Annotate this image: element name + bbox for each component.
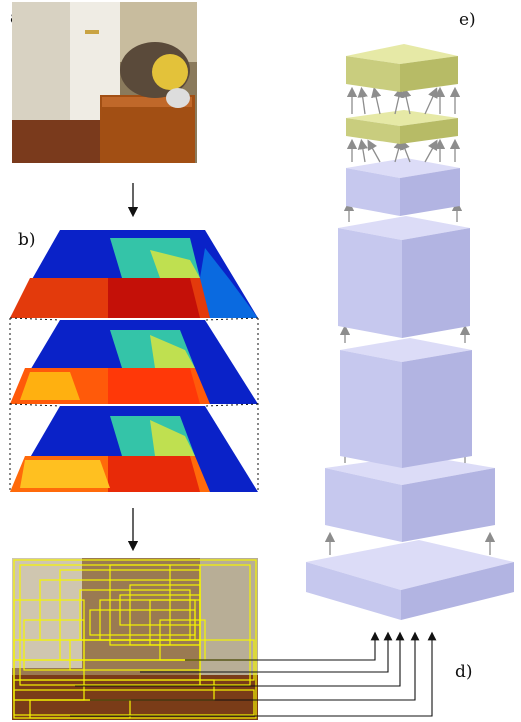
layer-block-1 (306, 540, 514, 620)
label-d: d) (455, 662, 473, 682)
label-e: e) (459, 10, 476, 30)
label-b: b) (18, 230, 36, 250)
rgb-photo (12, 2, 197, 163)
depth-map-3 (10, 406, 258, 492)
layer-block-3 (340, 338, 472, 468)
arrows-5-6 (346, 138, 461, 163)
layer-block-2 (325, 455, 495, 542)
bounding-box-image (12, 558, 258, 720)
layer-block-7 (346, 44, 458, 92)
arrows-6-7 (346, 86, 461, 115)
arrows-4-5 (343, 200, 463, 222)
depth-dotted-lines (9, 317, 259, 492)
arrows-1-2 (324, 531, 496, 555)
depth-map-1 (10, 230, 258, 318)
layer-block-5 (346, 158, 460, 216)
connector-lines (70, 631, 437, 717)
layer-block-6 (346, 110, 458, 144)
layer-block-4 (338, 216, 470, 338)
depth-map-2 (10, 320, 258, 404)
arrows-3-4 (339, 324, 471, 343)
